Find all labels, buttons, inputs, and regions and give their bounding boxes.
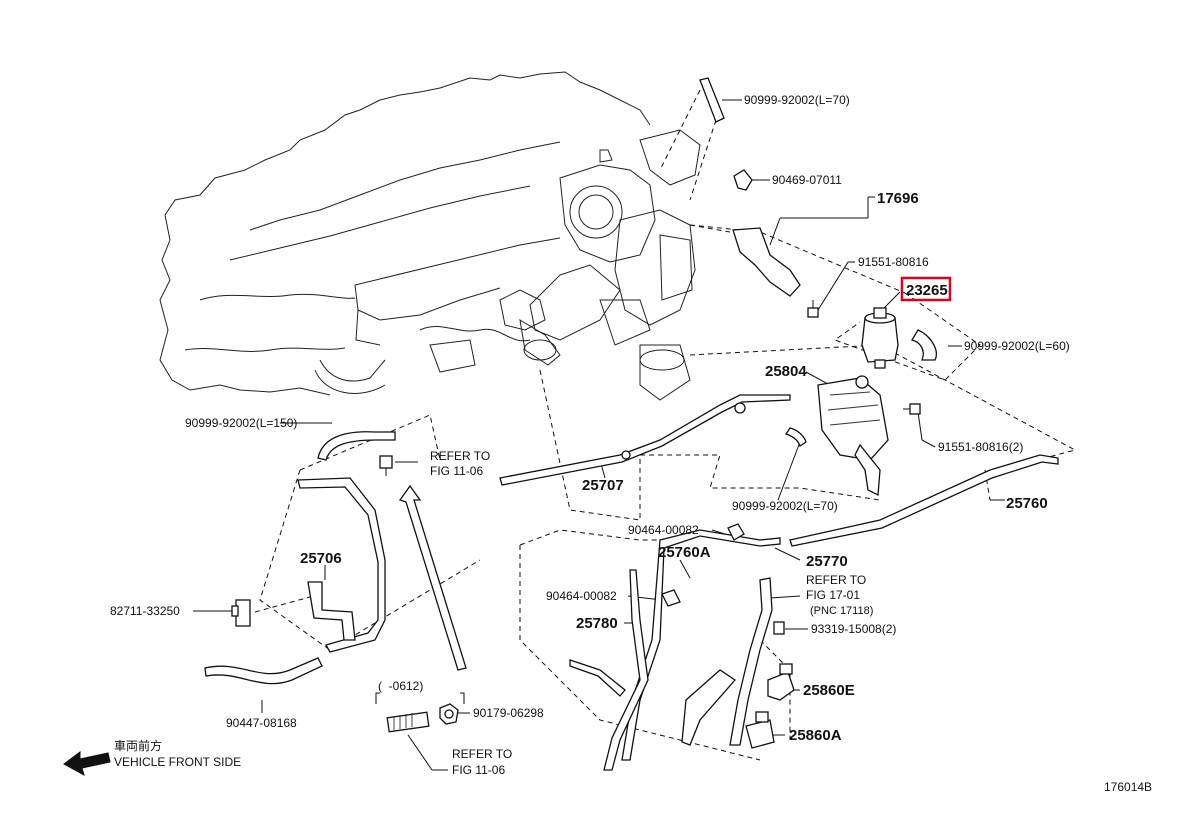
parts-drawings (63, 77, 1059, 777)
label-90999-l60[interactable]: 90999-92002(L=60) (964, 339, 1070, 353)
nut-90179-icon (439, 703, 459, 725)
label-91551-2[interactable]: 91551-80816(2) (938, 440, 1023, 454)
label-25706[interactable]: 25706 (300, 550, 342, 567)
label-90999-l150[interactable]: 90999-92002(L=150) (185, 416, 297, 430)
label-90464-b[interactable]: 90464-00082 (546, 589, 617, 603)
label-91551[interactable]: 91551-80816 (858, 255, 929, 269)
label-25760A[interactable]: 25760A (658, 544, 711, 561)
pipe-25707 (499, 394, 791, 486)
leader-lines (193, 89, 1077, 771)
label-90179[interactable]: 90179-06298 (473, 706, 544, 720)
vsv-25804 (817, 375, 889, 497)
label-25760[interactable]: 25760 (1006, 495, 1048, 512)
pipe-25760 (789, 454, 1059, 547)
label-25780[interactable]: 25780 (576, 615, 618, 632)
stud-bolt-icon (386, 711, 430, 733)
label-90999-l70-mid[interactable]: 90999-92002(L=70) (732, 499, 838, 513)
bolt-91551-2-icon (903, 403, 921, 415)
bolt-refer-icon (379, 455, 393, 476)
callout-labels: 90999-92002(L=70) 90469-07011 17696 9155… (110, 93, 1152, 794)
label-90999-l70-top[interactable]: 90999-92002(L=70) (744, 93, 850, 107)
label-25707[interactable]: 25707 (582, 477, 624, 494)
pipe-25780 (603, 569, 649, 771)
label-25860A[interactable]: 25860A (789, 727, 842, 744)
filter-23265 (861, 307, 899, 369)
label-25804[interactable]: 25804 (765, 363, 807, 380)
refer-to-label-b: REFER TO (806, 573, 866, 587)
refer-fig-11-06-a[interactable]: FIG 11-06 (430, 464, 483, 478)
hose-90999-l60 (910, 329, 937, 361)
engine-block-outline (159, 71, 651, 396)
label-90447[interactable]: 90447-08168 (226, 716, 297, 730)
label-25860E[interactable]: 25860E (803, 682, 855, 699)
label-17696[interactable]: 17696 (877, 190, 919, 207)
label-date-range: ( -0612) (378, 679, 423, 693)
label-pnc: (PNC 17118) (810, 605, 873, 617)
bracket-17696 (732, 227, 801, 297)
vehicle-front-jp: 車両前方 (114, 738, 162, 753)
hose-90999-l70-top (699, 77, 725, 123)
refer-fig-17-01[interactable]: FIG 17-01 (806, 588, 860, 602)
label-93319[interactable]: 93319-15008(2) (811, 622, 896, 636)
bracket-25706 (297, 477, 386, 653)
label-90464-a[interactable]: 90464-00082 (628, 523, 699, 537)
bracket-17-01 (729, 577, 773, 746)
bolt-91551-icon (807, 300, 819, 318)
hose-90999-l150 (317, 431, 396, 461)
label-82711[interactable]: 82711-33250 (110, 604, 180, 618)
front-up-arrow-icon (398, 484, 467, 671)
bolt-93319-icon (773, 621, 785, 635)
hose-90999-l70-mid (784, 427, 807, 448)
vehicle-front-en: VEHICLE FRONT SIDE (114, 755, 241, 769)
refer-to-label-c: REFER TO (452, 747, 512, 761)
clip-82711-icon (231, 599, 251, 627)
refer-fig-11-06-b[interactable]: FIG 11-06 (452, 763, 505, 777)
vehicle-front-arrow-icon (63, 751, 111, 777)
label-23265[interactable]: 23265 (906, 282, 948, 299)
figure-id: 176014B (1104, 780, 1152, 794)
valve-25860E (767, 663, 795, 701)
clamp-90469-icon (733, 169, 753, 191)
label-25770[interactable]: 25770 (806, 553, 848, 570)
valve-25860A (745, 711, 775, 749)
clamp-90464-b-icon (661, 589, 681, 607)
clamp-90464-a-icon (727, 523, 745, 541)
refer-to-label-a: REFER TO (430, 449, 490, 463)
label-90469[interactable]: 90469-07011 (772, 173, 842, 187)
highlight-box-23265 (900, 276, 952, 302)
hose-90447 (204, 657, 323, 685)
